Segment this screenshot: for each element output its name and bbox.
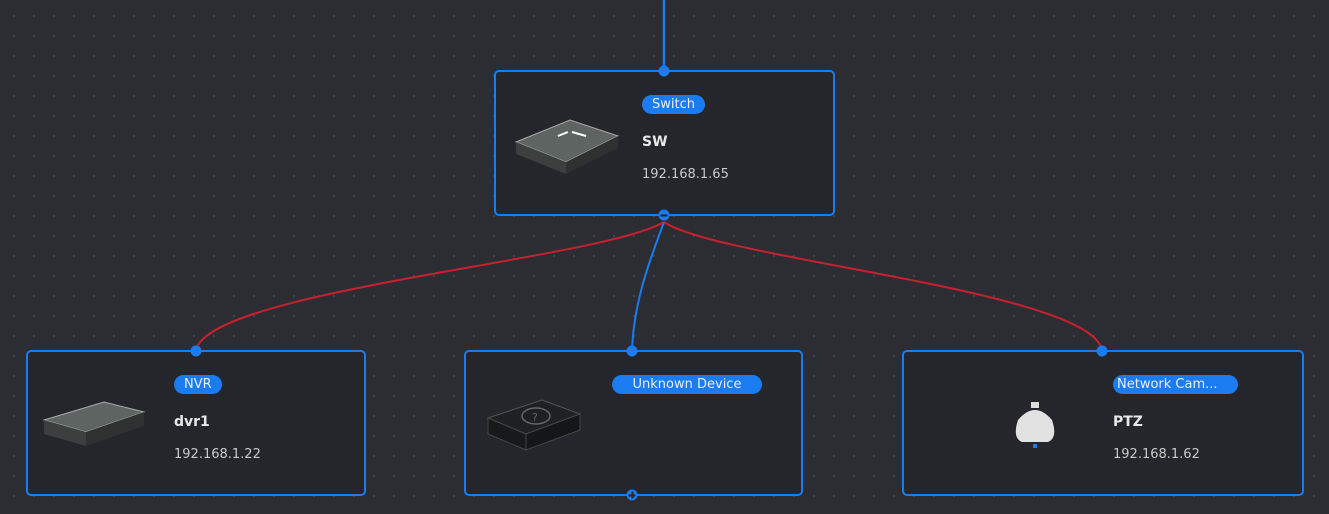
nvr-port[interactable] <box>190 345 202 357</box>
nvr-device-icon <box>42 401 146 446</box>
node-nvr[interactable]: NVR dvr1 192.168.1.22 <box>26 350 366 496</box>
device-type-badge: Unknown Device <box>612 375 762 394</box>
svg-text:?: ? <box>532 411 538 424</box>
device-name: dvr1 <box>174 414 210 430</box>
unknown-device-icon: ? <box>486 399 582 451</box>
device-name: SW <box>642 134 668 150</box>
link-switch-camera <box>663 221 1103 351</box>
node-switch[interactable]: Switch SW 192.168.1.65 <box>494 70 835 216</box>
collapse-button[interactable] <box>658 209 670 221</box>
switch-device-icon <box>514 119 620 174</box>
device-type-badge: Switch <box>642 95 705 114</box>
device-ip: 192.168.1.22 <box>174 447 261 462</box>
expand-button[interactable] <box>626 489 638 501</box>
unknown-device-port[interactable] <box>626 345 638 357</box>
switch-top-port[interactable] <box>658 65 670 77</box>
device-type-badge: Network Cam... <box>1113 375 1238 394</box>
ptz-camera-icon <box>1015 402 1055 448</box>
device-ip: 192.168.1.62 <box>1113 447 1200 462</box>
device-type-badge: NVR <box>174 375 222 394</box>
link-switch-nvr <box>195 221 665 351</box>
device-ip: 192.168.1.65 <box>642 167 729 182</box>
device-name: PTZ <box>1113 414 1143 430</box>
camera-port[interactable] <box>1096 345 1108 357</box>
node-network-camera[interactable]: Network Cam... PTZ 192.168.1.62 <box>902 350 1304 496</box>
node-unknown-device[interactable]: ? Unknown Device <box>464 350 803 496</box>
link-switch-unknown <box>631 221 665 351</box>
